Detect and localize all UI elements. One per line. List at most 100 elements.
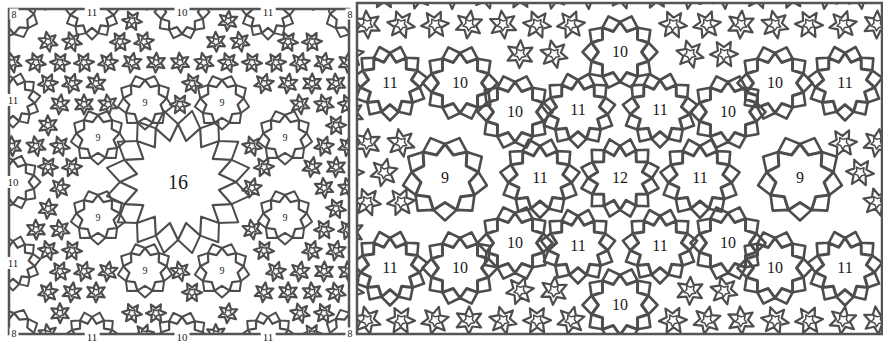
rosette-petals (9, 310, 37, 334)
inner-star (248, 142, 257, 150)
small-star (846, 160, 874, 186)
rosette-star (668, 146, 731, 209)
inner-star (176, 268, 185, 276)
small-star (506, 278, 534, 304)
inner-star (514, 49, 526, 61)
small-star (314, 95, 333, 114)
inner-star (44, 121, 53, 129)
small-star (456, 11, 482, 39)
rosette-star (700, 213, 757, 273)
inner-star (32, 226, 40, 234)
inner-star (667, 315, 679, 327)
region-number: 10 (765, 259, 785, 277)
rosette-star (767, 144, 834, 210)
small-star (182, 284, 202, 302)
inner-star (735, 19, 747, 31)
region-number: 10 (6, 176, 21, 188)
rosette-star (9, 160, 34, 204)
small-star (339, 53, 349, 73)
small-star (51, 95, 69, 115)
small-star (290, 53, 310, 72)
inner-star (236, 38, 245, 46)
region-number: 10 (718, 234, 738, 252)
rosette-star (592, 275, 649, 334)
small-star (557, 12, 585, 38)
right-frame (357, 3, 882, 334)
inner-star (463, 315, 475, 327)
inner-star (718, 285, 730, 297)
inner-star (871, 19, 882, 31)
inner-star (684, 285, 696, 297)
rosette-star (548, 216, 607, 275)
inner-star (188, 80, 197, 88)
inner-star (803, 19, 815, 31)
small-star (357, 129, 380, 157)
left-frame (9, 9, 349, 334)
region-number: 10 (718, 103, 738, 121)
region-number: 8 (10, 328, 19, 339)
small-star (523, 308, 551, 332)
small-star (51, 220, 70, 240)
inner-star (837, 315, 849, 327)
rosette-star (360, 238, 419, 297)
rosette-star (70, 317, 114, 334)
small-star (327, 157, 345, 177)
small-star (9, 136, 21, 156)
rosette-star (161, 317, 203, 334)
inner-star (68, 289, 77, 297)
small-star (339, 136, 350, 156)
small-star (387, 11, 415, 37)
small-star (110, 33, 130, 51)
rosette-star (815, 53, 874, 112)
small-star (171, 262, 190, 282)
small-star (74, 262, 94, 281)
rosette-star (330, 9, 349, 34)
small-star (207, 324, 225, 334)
inner-star (260, 163, 269, 171)
small-star (490, 11, 516, 39)
small-star (27, 136, 46, 156)
rosette-petals (155, 9, 210, 38)
region-number: 11 (568, 101, 587, 119)
region-number: 9 (94, 212, 103, 223)
inner-star (260, 289, 269, 297)
inner-star (68, 80, 77, 88)
small-star (357, 11, 380, 39)
small-star (864, 129, 882, 157)
inner-star (463, 19, 475, 31)
inner-star (68, 38, 77, 46)
inner-star (684, 49, 696, 61)
rosette-star (330, 313, 349, 334)
inner-star (56, 101, 65, 109)
inner-star (128, 59, 137, 67)
small-star (339, 262, 349, 282)
rosette-petals (258, 111, 312, 164)
small-star (122, 12, 142, 30)
small-star (39, 32, 58, 52)
inner-star (56, 309, 65, 317)
small-star (421, 307, 448, 334)
small-star (266, 54, 286, 72)
region-number: 10 (450, 74, 470, 92)
inner-star (296, 59, 305, 67)
inner-star (248, 184, 257, 192)
rosette-petals (195, 76, 249, 129)
small-star (338, 220, 349, 239)
inner-star (284, 80, 293, 88)
inner-star (272, 268, 281, 276)
region-number: 9 (94, 132, 103, 143)
inner-star (565, 19, 577, 31)
inner-star (92, 289, 101, 297)
small-star (302, 241, 322, 260)
rosette-petals (581, 139, 658, 216)
rosette-petals (118, 244, 172, 297)
rosette-petals (660, 140, 739, 218)
inner-star (531, 315, 543, 327)
rosette-petals (808, 47, 882, 121)
region-number: 11 (650, 101, 669, 119)
inner-star (361, 315, 373, 327)
rosette-petals (403, 138, 487, 220)
inner-star (854, 167, 866, 179)
small-star (490, 307, 517, 334)
region-number: 11 (835, 74, 854, 92)
